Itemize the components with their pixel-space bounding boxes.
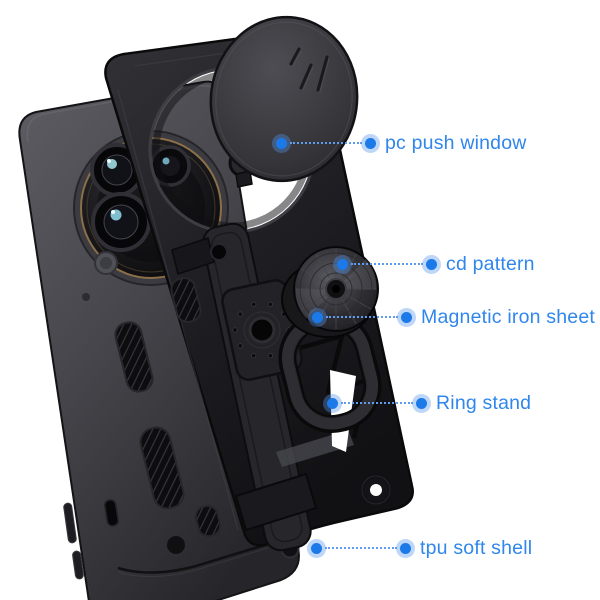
lanyard-hole-rim	[361, 475, 391, 505]
shell-groove	[117, 542, 269, 574]
cover-grip-slashes	[289, 47, 329, 92]
callout-tpu-soft-shell: tpu soft shell	[311, 536, 532, 560]
callout-label: pc push window	[385, 132, 527, 154]
screw-hole	[210, 243, 228, 261]
shell-groove-highlight	[117, 547, 269, 578]
callout-line	[290, 142, 362, 144]
callout-dot	[327, 397, 338, 409]
callout-dot	[365, 137, 376, 149]
side-buttons	[63, 502, 84, 580]
callout-dot	[400, 542, 411, 554]
lanyard-hole	[364, 478, 388, 502]
callout-pc-push-window: pc push window	[276, 131, 527, 155]
shell-post	[165, 534, 187, 556]
callout-label: Ring stand	[436, 392, 532, 414]
callout-dot	[401, 311, 412, 323]
mic-hole	[82, 293, 90, 301]
callout-line	[341, 402, 413, 404]
callout-dot	[311, 542, 322, 554]
callout-label: Magnetic iron sheet	[421, 306, 595, 328]
callout-line	[326, 316, 398, 318]
callout-label: cd pattern	[446, 253, 535, 275]
grip-texture	[194, 504, 222, 538]
callout-ring-stand: Ring stand	[327, 391, 531, 415]
callout-dot	[416, 397, 427, 409]
callout-line	[325, 547, 397, 549]
cd-pattern-disc	[293, 246, 379, 332]
grip-textures	[114, 277, 202, 510]
callout-dot	[312, 311, 323, 323]
push-window-cover	[209, 15, 359, 183]
shell-side-slot	[103, 499, 119, 527]
callout-magnetic-iron-sheet: Magnetic iron sheet	[312, 305, 595, 329]
slide-rail-groove	[210, 231, 303, 543]
plate-ring	[243, 311, 281, 349]
camera-lens-bottom	[91, 192, 151, 252]
camera-flash	[94, 251, 118, 275]
callout-dot	[337, 258, 348, 270]
callout-dot	[426, 258, 437, 270]
callout-cd-pattern: cd pattern	[337, 252, 535, 276]
callout-label: tpu soft shell	[420, 537, 533, 559]
cover-grip-slash-highlights	[292, 50, 330, 93]
callout-dot	[276, 137, 287, 149]
callout-line	[351, 263, 423, 265]
plate-center-hole	[248, 316, 276, 344]
